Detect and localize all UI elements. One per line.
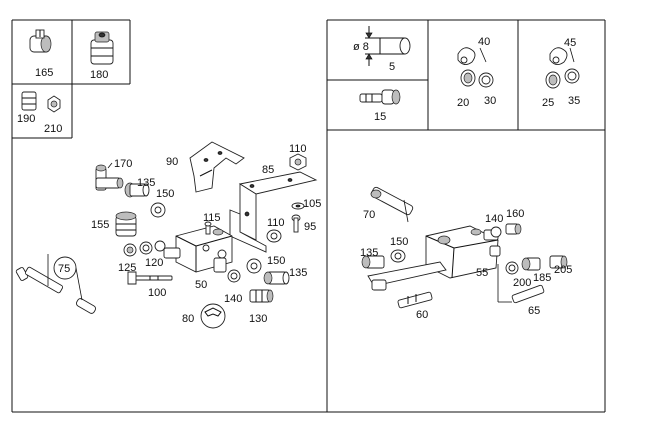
label-120: 120 [145,257,163,269]
label-25: 25 [542,97,554,109]
bolt-95-drawing [291,214,301,233]
washer-150r-drawing [390,249,406,263]
bolt-100-drawing [127,271,173,285]
hose-diameter-label: ø 8 [353,41,369,53]
label-160: 160 [506,208,524,220]
label-150b: 150 [267,255,285,267]
label-55: 55 [476,267,488,279]
label-200: 200 [513,277,531,289]
valve-block-drawing [163,225,233,273]
label-190: 190 [17,113,35,125]
label-140: 140 [224,293,242,305]
washer-140r-drawing [490,226,502,238]
label-90: 90 [166,156,178,168]
label-140r: 140 [485,213,503,225]
label-115: 115 [203,212,221,224]
label-180: 180 [90,69,108,81]
fitting-130-drawing [249,289,274,303]
label-135r: 135 [360,247,378,259]
bracket-90-drawing [189,141,245,193]
screw-105-drawing [291,202,305,210]
lever-right-drawing [367,261,447,291]
label-30: 30 [484,95,496,107]
label-65: 65 [528,305,540,317]
label-95: 95 [304,221,316,233]
label-150a: 150 [156,188,174,200]
label-170: 170 [114,158,132,170]
fitting-185-drawing [521,257,541,271]
label-210: 210 [44,123,62,135]
filter-155-drawing [115,211,137,237]
spring-set-45-drawing [545,47,580,89]
label-130: 130 [249,313,267,325]
fitting-160-drawing [505,223,522,235]
spring-set-40-drawing [457,47,494,88]
label-60: 60 [416,309,428,321]
tool-80-drawing [200,303,226,329]
washer-140-drawing [227,269,241,283]
washer-110b-drawing [266,229,282,243]
label-15: 15 [374,111,386,123]
filter-180-drawing [90,31,114,65]
label-70: 70 [363,209,375,221]
label-50: 50 [195,279,207,291]
label-110a: 110 [289,143,307,155]
label-185: 185 [533,272,551,284]
label-150r: 150 [390,236,408,248]
hose-dimension-drawing [365,26,411,66]
label-205: 205 [554,264,572,276]
label-105: 105 [303,198,321,210]
label-110b: 110 [267,217,285,229]
label-35: 35 [568,95,580,107]
fitting-170-drawing [95,162,124,191]
bracket-85-drawing [229,171,318,253]
screw-115-drawing [204,221,212,235]
fitting-165-drawing [29,29,52,53]
fitting-135-drawing [124,182,150,198]
washer-200-drawing [505,261,519,275]
washers-125-120-drawing [123,240,166,257]
label-80: 80 [182,313,194,325]
hose-length-label: 5 [389,61,395,73]
bolt-60-drawing [397,291,433,309]
fitting-135b-drawing [263,271,290,285]
fitting-135r-drawing [361,255,385,269]
washer-150b-drawing [246,258,262,274]
label-45: 45 [564,37,576,49]
label-165: 165 [35,67,53,79]
fitting-190-210-drawing [21,91,61,113]
fitting-15-drawing [359,89,401,105]
bolt-75-drawing [15,254,97,314]
label-40: 40 [478,36,490,48]
label-85: 85 [262,164,274,176]
bolt-65-drawing [497,264,545,304]
valve-body-right-drawing [425,225,501,279]
label-155: 155 [91,219,109,231]
washer-150-drawing [150,202,166,218]
bolt-70-drawing [370,186,414,223]
fitting-205-drawing [549,255,568,269]
label-135a: 135 [137,177,155,189]
nut-110-drawing [289,153,307,171]
frame-lines [11,19,606,413]
label-75: 75 [58,263,70,275]
label-125: 125 [118,262,136,274]
label-20: 20 [457,97,469,109]
label-135b: 135 [289,267,307,279]
label-100: 100 [148,287,166,299]
